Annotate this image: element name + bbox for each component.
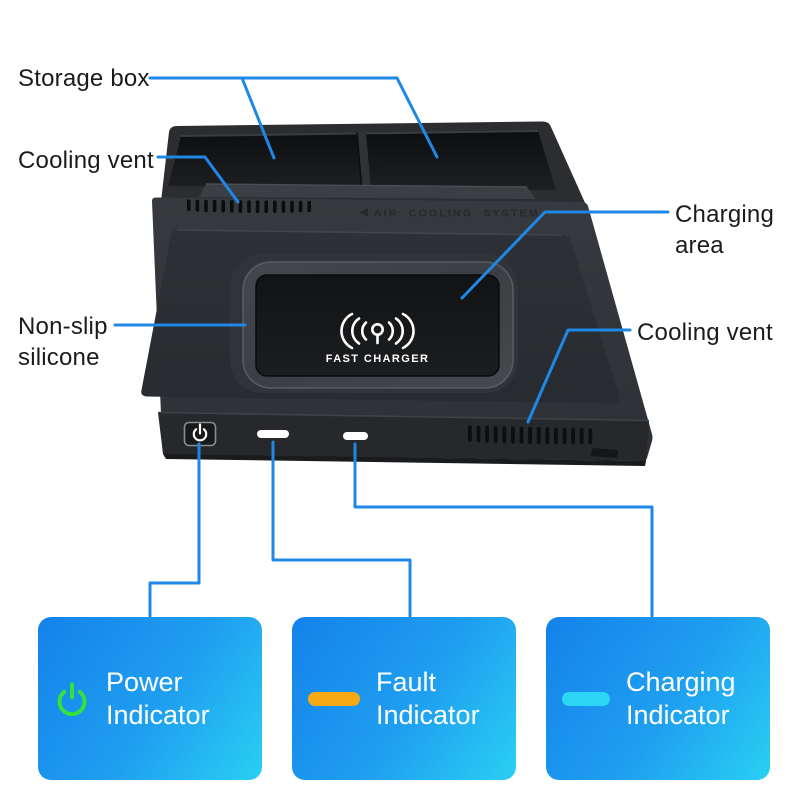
embossed-text: AIR COOLING SYSTEM — [374, 208, 540, 220]
storage-divider — [356, 131, 371, 193]
non-slip-silicone-label: Non-slip silicone — [18, 313, 108, 371]
power-indicator-line — [148, 442, 201, 618]
cooling-vent-right-slots — [468, 425, 593, 445]
charging-area-label: Charging area — [675, 201, 774, 259]
air-cooling-system-emboss: AIR COOLING SYSTEM — [359, 208, 540, 220]
cooling-vent-right-line — [526, 328, 632, 424]
charger-body: AIR COOLING SYSTEM — [141, 197, 653, 466]
charging-led — [343, 432, 368, 440]
front-panel — [157, 411, 650, 466]
wireless-charging-icon — [340, 312, 415, 350]
fan-icon — [359, 208, 368, 217]
cooling-vent-left-slots — [187, 199, 311, 214]
fault-indicator-label: Fault Indicator — [376, 666, 480, 730]
power-indicator-label: Power Indicator — [106, 666, 210, 730]
fault-led — [257, 430, 289, 438]
fault-indicator-line — [271, 440, 412, 618]
charging-area-line — [460, 210, 670, 300]
cooling-vent-right-label: Cooling vent — [637, 319, 773, 346]
power-indicator-card: Power Indicator — [38, 617, 262, 780]
cooling-vent-left-label: Cooling vent — [18, 147, 154, 174]
charging-indicator-line — [353, 442, 654, 618]
power-icon — [54, 681, 90, 717]
charging-dash-icon — [562, 691, 610, 706]
power-icon — [192, 423, 208, 442]
callout-lines — [113, 76, 670, 618]
storage-box-line — [148, 76, 439, 159]
pad-label: FAST CHARGER — [326, 353, 430, 365]
cooling-vent-left-line — [156, 155, 240, 204]
storage-box-line-branch — [240, 76, 276, 160]
bottom-notch — [591, 448, 618, 458]
fault-indicator-card: Fault Indicator — [292, 617, 516, 780]
charging-indicator-label: Charging Indicator — [626, 666, 736, 730]
charging-area: FAST CHARGER — [230, 254, 518, 393]
charging-indicator-card: Charging Indicator — [546, 617, 770, 780]
fault-dash-icon — [308, 691, 360, 706]
power-button — [183, 421, 217, 447]
storage-box-label: Storage box — [18, 65, 150, 92]
storage-box — [160, 121, 586, 210]
